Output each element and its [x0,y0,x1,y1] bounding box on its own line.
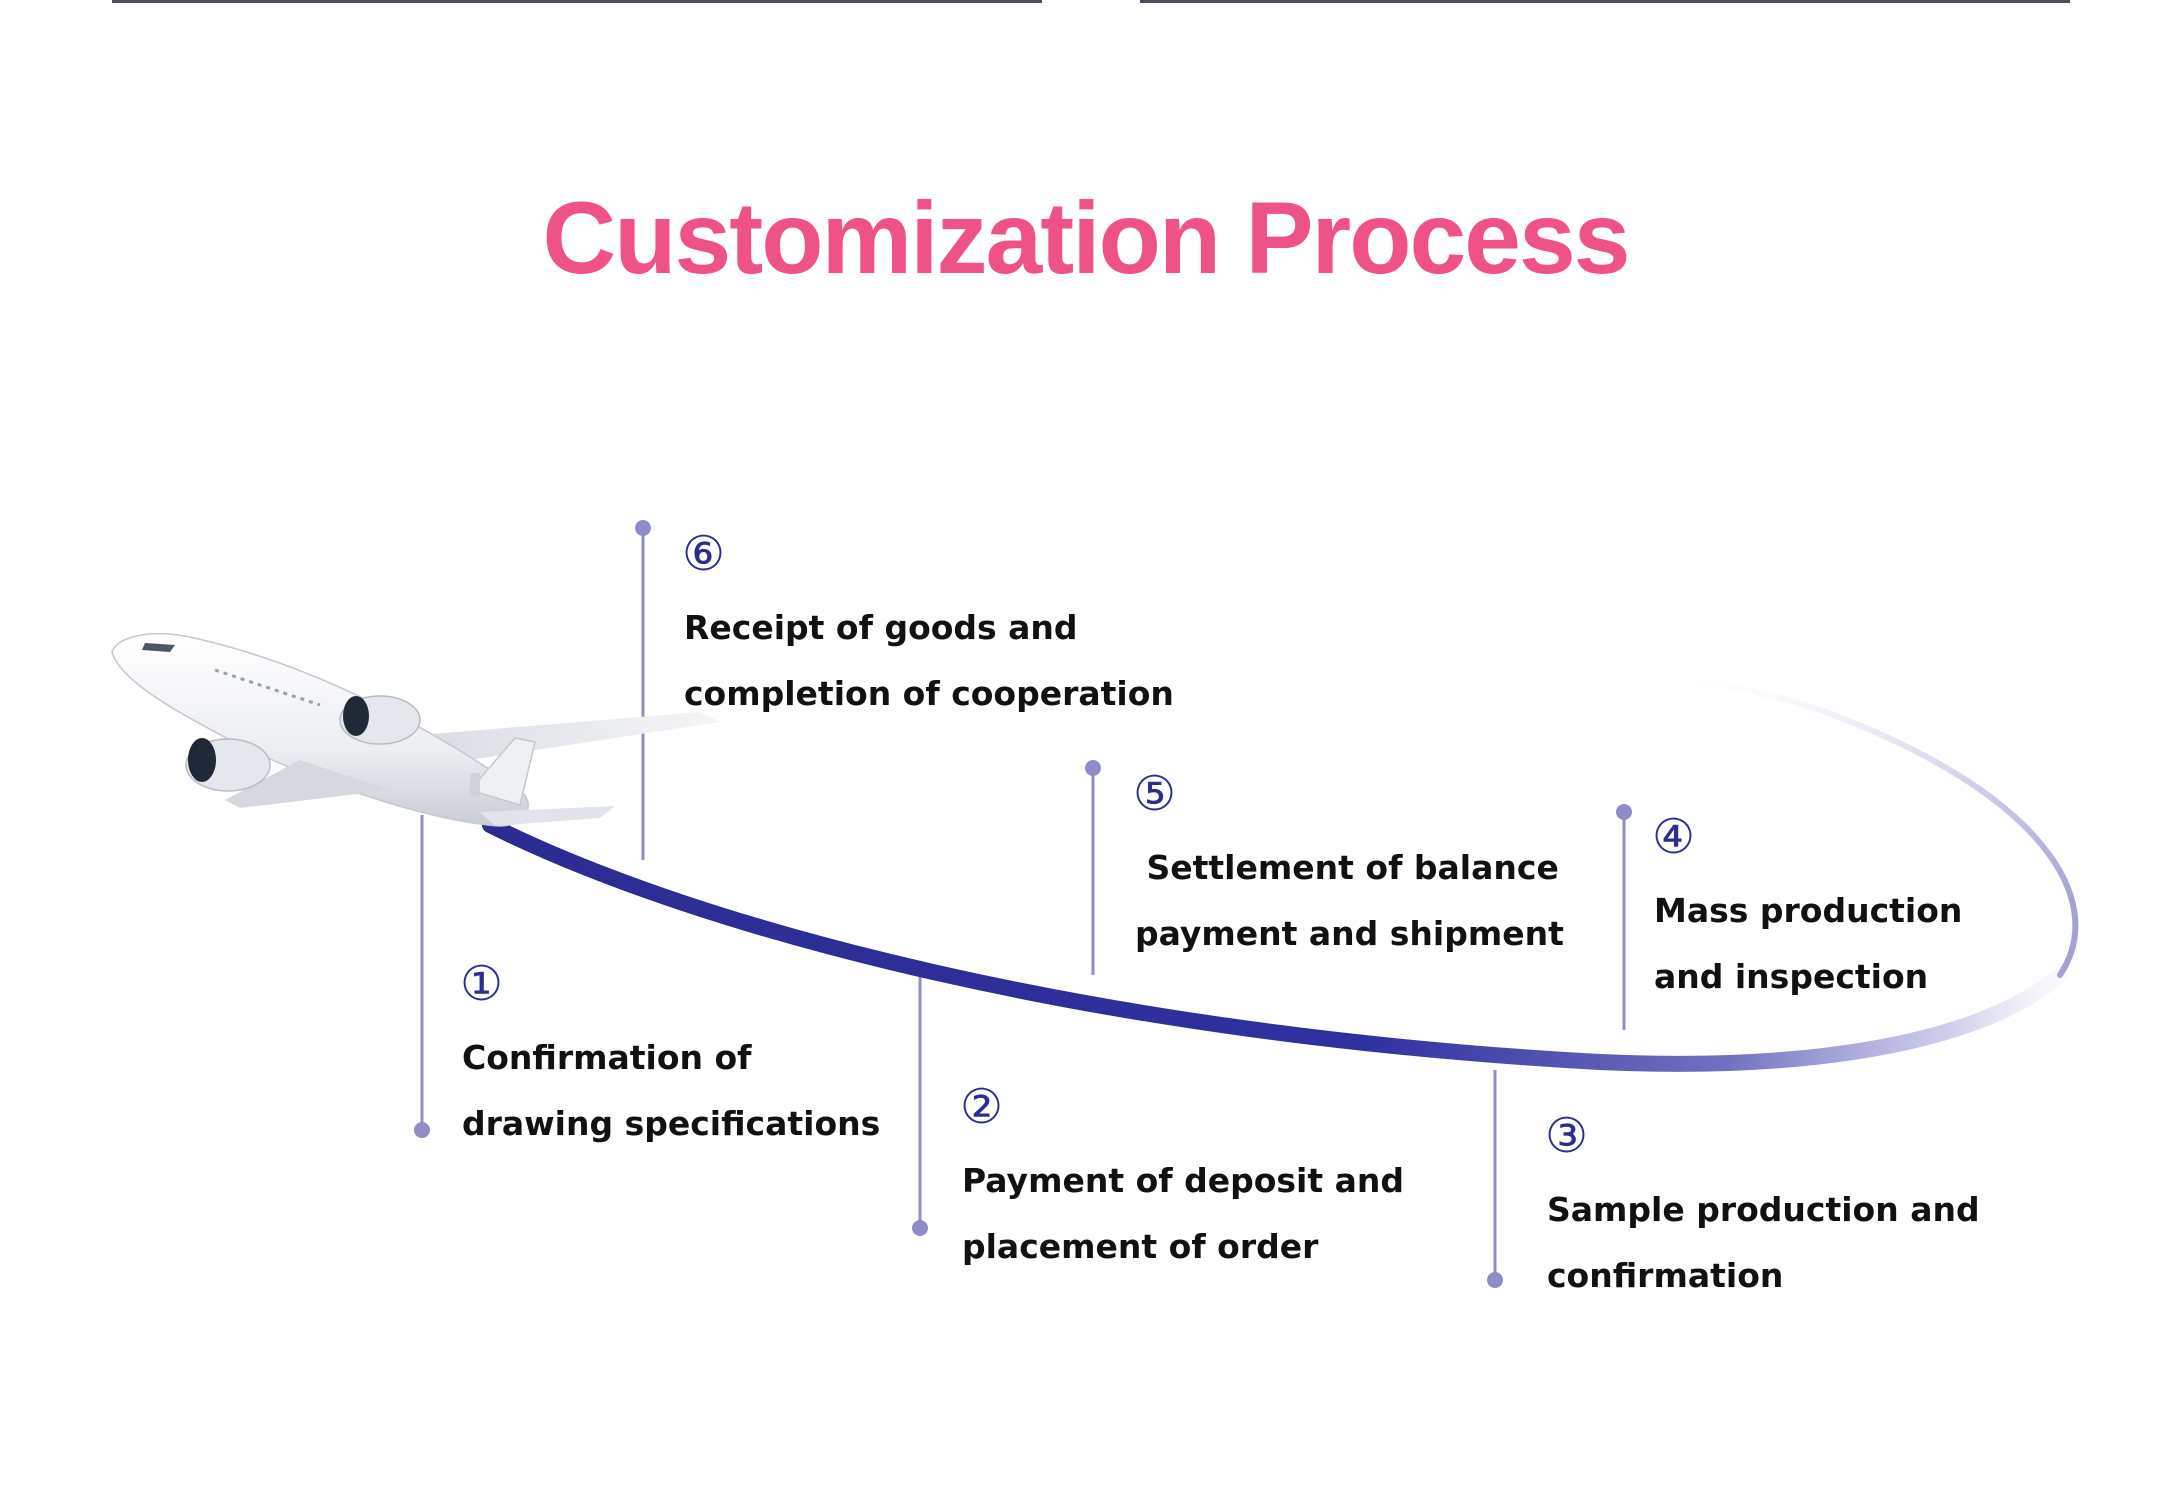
step-label-line: confirmation [1547,1256,1784,1295]
connector-dot-1 [414,1122,430,1138]
step-label: Confirmation of drawing specifications [462,1025,880,1157]
step-number: ① [460,956,504,1012]
step-label-line: placement of order [962,1227,1319,1266]
connector-dot-6 [635,520,651,536]
step-label: Payment of deposit and placement of orde… [962,1148,1404,1280]
step-label-line: drawing specifications [462,1104,881,1143]
step-number: ⑥ [682,526,726,582]
step-number: ⑤ [1133,766,1177,822]
page-title: Customization Process [542,181,1631,295]
step-label-line: Mass production [1654,891,1963,930]
airplane-icon [111,633,720,827]
step-number: ② [960,1079,1004,1135]
connector-dot-2 [912,1220,928,1236]
connector-dot-5 [1085,760,1101,776]
step-number: ③ [1545,1108,1589,1164]
connector-lines [414,520,1632,1288]
step-label-line: Confirmation of [462,1038,752,1077]
step-label: Settlement of balance payment and shipme… [1135,835,1564,967]
step-number: ④ [1652,809,1696,865]
top-divider-right [1140,0,2070,3]
connector-dot-4 [1616,804,1632,820]
step-label-line: payment and shipment [1135,914,1564,953]
step-label: Mass production and inspection [1654,878,1962,1010]
step-label-line: Payment of deposit and [962,1161,1405,1200]
top-divider-left [112,0,1042,3]
connector-dot-3 [1487,1272,1503,1288]
step-label: Sample production and confirmation [1547,1177,1980,1309]
step-label: Receipt of goods and completion of coope… [684,595,1174,727]
step-label-line: Receipt of goods and [684,608,1078,647]
step-label-line: Sample production and [1547,1190,1980,1229]
flight-path [482,817,2068,1072]
step-label-line: Settlement of balance [1135,848,1559,887]
step-label-line: completion of cooperation [684,674,1174,713]
step-label-line: and inspection [1654,957,1929,996]
flight-path-return [1657,672,2079,978]
